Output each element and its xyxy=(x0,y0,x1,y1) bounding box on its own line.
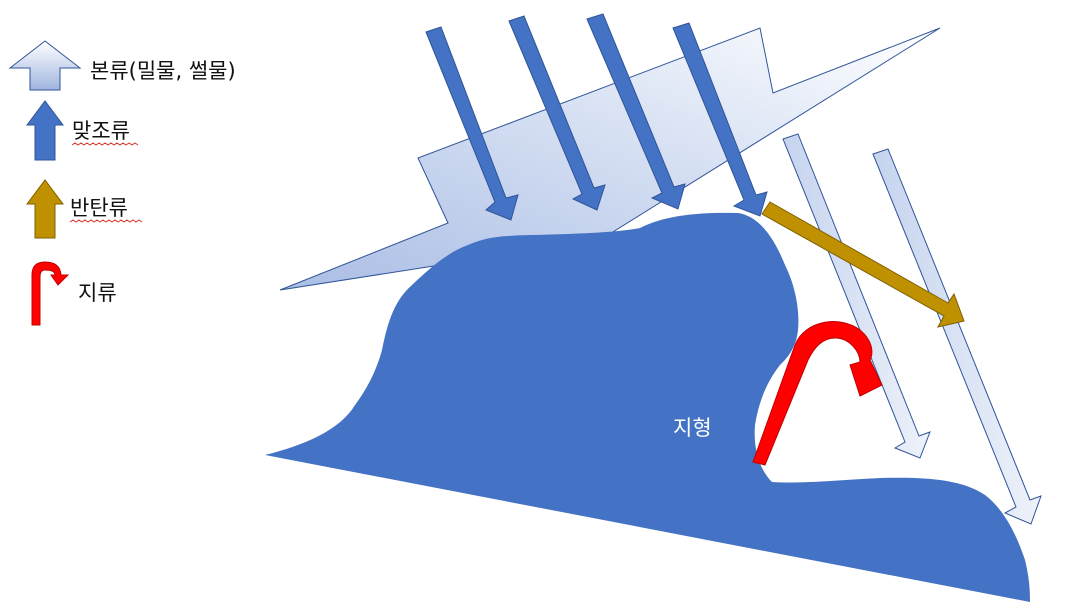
spellcheck-underline xyxy=(69,219,143,223)
reflected-current-arrow xyxy=(761,201,965,328)
legend-label-counter-current: 맞조류 xyxy=(72,119,130,143)
counter-current-arrows xyxy=(425,13,768,221)
counter-current-arrow-3 xyxy=(586,13,686,210)
terrain-landmass xyxy=(265,212,1030,602)
legend-item-counter-current: 맞조류 xyxy=(26,100,139,161)
main-current-big-arrow xyxy=(279,27,941,291)
spellcheck-underline xyxy=(71,142,139,146)
counter-current-arrow-1 xyxy=(425,26,519,221)
legend-label-reflected-current: 반탄류 xyxy=(70,196,128,220)
legend-item-reflected-current: 반탄류 xyxy=(26,179,143,239)
main-current-side-arrow-2 xyxy=(872,148,1042,525)
main-current-side-arrow-1 xyxy=(782,133,931,459)
legend-item-main-current: 본류(밀물, 썰물) xyxy=(8,40,236,91)
legend: 본류(밀물, 썰물) 맞조류 반탄류 지류 xyxy=(8,40,236,326)
legend-label-main-current: 본류(밀물, 썰물) xyxy=(90,59,236,83)
legend-label-eddy-current: 지류 xyxy=(78,281,117,305)
terrain-label: 지형 xyxy=(673,416,712,440)
main-current-side-arrows xyxy=(782,133,1042,525)
counter-current-arrow-2 xyxy=(508,15,606,211)
legend-item-eddy-current: 지류 xyxy=(31,261,117,326)
counter-current-arrow-4 xyxy=(672,22,768,217)
reflected-current-arrow-icon xyxy=(26,179,64,239)
eddy-current-arrow-icon xyxy=(31,261,70,326)
eddy-current-arrow xyxy=(752,321,883,466)
main-current-arrow-icon xyxy=(8,40,82,91)
counter-current-arrow-icon xyxy=(26,100,64,161)
